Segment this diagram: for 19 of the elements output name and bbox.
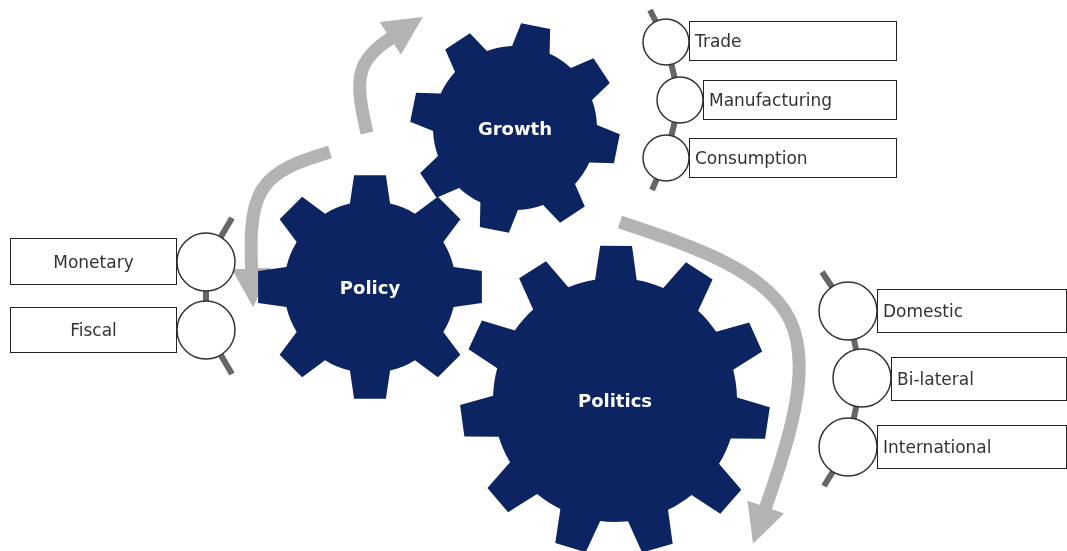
item-label: Bi-lateral — [897, 369, 974, 389]
item-box — [689, 21, 897, 61]
item-box — [891, 357, 1067, 401]
item-box — [10, 307, 177, 353]
gear-label: Politics — [576, 389, 654, 411]
item-box — [689, 138, 897, 178]
item-box — [877, 425, 1067, 469]
item-label: International — [883, 437, 992, 457]
item-label: Manufacturing — [709, 90, 833, 110]
item-box — [10, 238, 177, 285]
item-box — [703, 80, 897, 120]
gear-label: Policy — [338, 276, 402, 298]
item-label: Monetary — [53, 251, 134, 272]
item-box — [877, 289, 1067, 333]
item-label: Trade — [695, 31, 742, 51]
item-label: Consumption — [695, 148, 808, 168]
item-label: Domestic — [883, 301, 964, 321]
gear-label: Growth — [476, 117, 554, 139]
item-label: Fiscal — [70, 320, 117, 340]
